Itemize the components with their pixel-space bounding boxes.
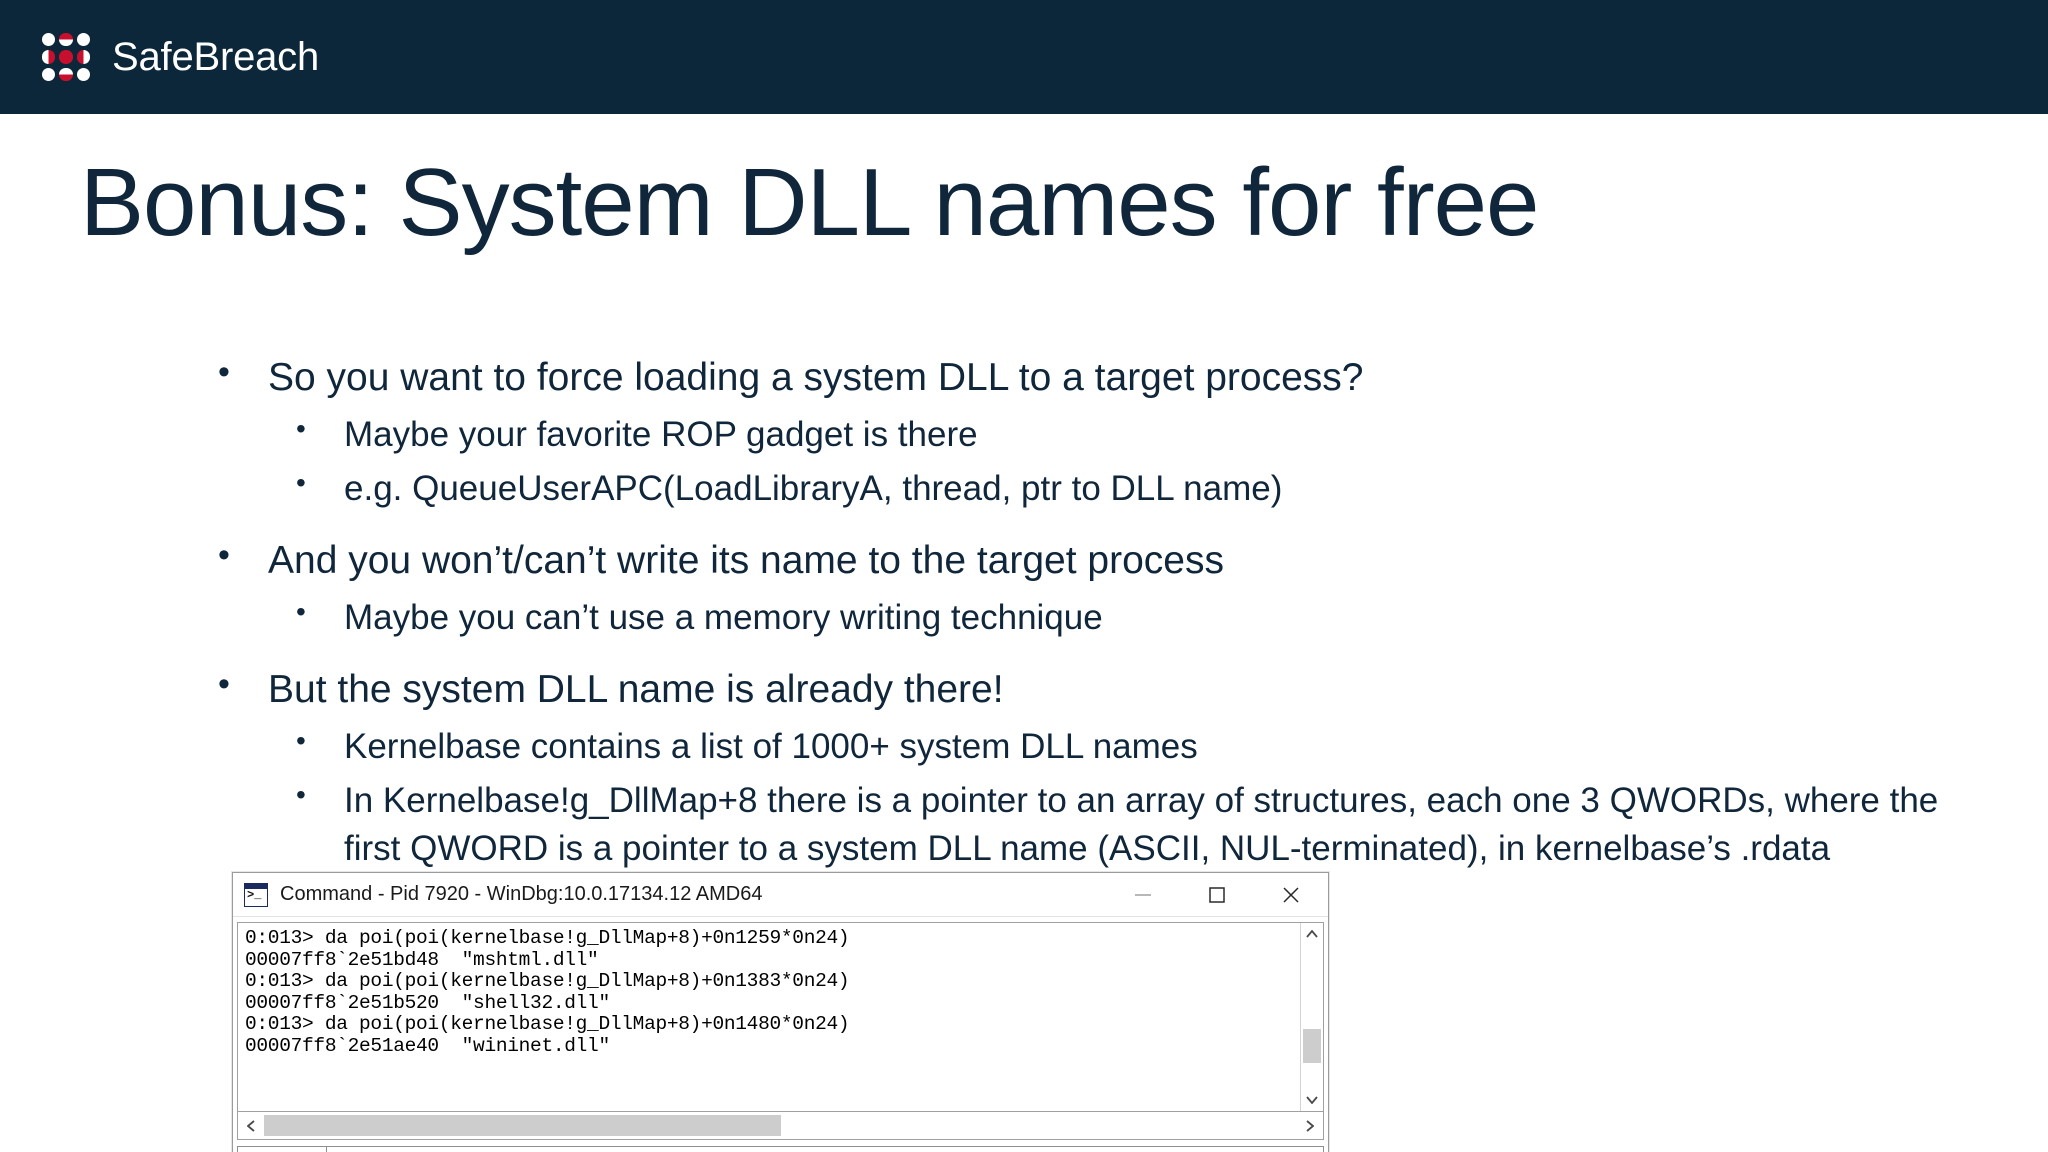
vertical-scroll-thumb[interactable] xyxy=(1303,1028,1321,1063)
command-prompt-row[interactable]: 0:013> xyxy=(237,1146,1324,1152)
window-controls xyxy=(1106,873,1328,916)
safebreach-dot-grid-logo xyxy=(42,33,90,81)
horizontal-scroll-thumb[interactable] xyxy=(264,1115,781,1136)
vertical-scrollbar[interactable] xyxy=(1300,923,1323,1111)
bullet-level1: But the system DLL name is already there… xyxy=(200,662,1960,717)
command-input[interactable] xyxy=(327,1147,1323,1152)
horizontal-scroll-track[interactable] xyxy=(264,1112,1297,1139)
brand-header-bar: SafeBreach xyxy=(0,0,2048,114)
page-title: Bonus: System DLL names for free xyxy=(80,149,1539,256)
bullet-level2: Maybe you can’t use a memory writing tec… xyxy=(200,593,1960,642)
horizontal-scrollbar[interactable] xyxy=(237,1112,1324,1140)
chevron-left-icon[interactable] xyxy=(238,1112,264,1139)
logo-dot-2 xyxy=(59,33,73,47)
bullet-group-1: So you want to force loading a system DL… xyxy=(200,350,1960,513)
bullet-level2: Maybe your favorite ROP gadget is there xyxy=(200,410,1960,459)
chevron-up-icon[interactable] xyxy=(1301,923,1323,945)
bullet-level1: And you won’t/can’t write its name to th… xyxy=(200,533,1960,588)
chevron-right-icon[interactable] xyxy=(1297,1112,1323,1139)
slide-body: So you want to force loading a system DL… xyxy=(200,350,1960,922)
console-output-text: 0:013> da poi(poi(kernelbase!g_DllMap+8)… xyxy=(245,927,850,1057)
bullet-level1: So you want to force loading a system DL… xyxy=(200,350,1960,405)
logo-dot-4 xyxy=(42,50,56,64)
console-output-area: 0:013> da poi(poi(kernelbase!g_DllMap+8)… xyxy=(237,922,1324,1112)
bullet-group-2: And you won’t/can’t write its name to th… xyxy=(200,533,1960,642)
logo-dot-1 xyxy=(42,33,56,47)
chevron-down-icon[interactable] xyxy=(1301,1089,1323,1111)
logo-dot-5 xyxy=(59,50,73,64)
prompt-label: 0:013> xyxy=(238,1147,328,1152)
logo-dot-7 xyxy=(42,67,56,81)
bullet-level2: e.g. QueueUserAPC(LoadLibraryA, thread, … xyxy=(200,464,1960,513)
brand-name: SafeBreach xyxy=(112,35,320,79)
window-title: Command - Pid 7920 - WinDbg:10.0.17134.1… xyxy=(280,883,763,905)
logo-dot-3 xyxy=(76,33,90,47)
logo-dot-6 xyxy=(76,50,90,64)
logo-dot-8 xyxy=(59,67,73,81)
windbg-command-window: Command - Pid 7920 - WinDbg:10.0.17134.1… xyxy=(232,872,1329,1152)
close-icon[interactable] xyxy=(1254,873,1328,916)
maximize-icon[interactable] xyxy=(1180,873,1254,916)
bullet-level2: Kernelbase contains a list of 1000+ syst… xyxy=(200,722,1960,771)
window-title-bar[interactable]: Command - Pid 7920 - WinDbg:10.0.17134.1… xyxy=(233,873,1328,917)
console-window-icon xyxy=(244,882,268,907)
vertical-scroll-track[interactable] xyxy=(1301,945,1323,1089)
logo-dot-9 xyxy=(76,67,90,81)
minimize-icon[interactable] xyxy=(1106,873,1180,916)
